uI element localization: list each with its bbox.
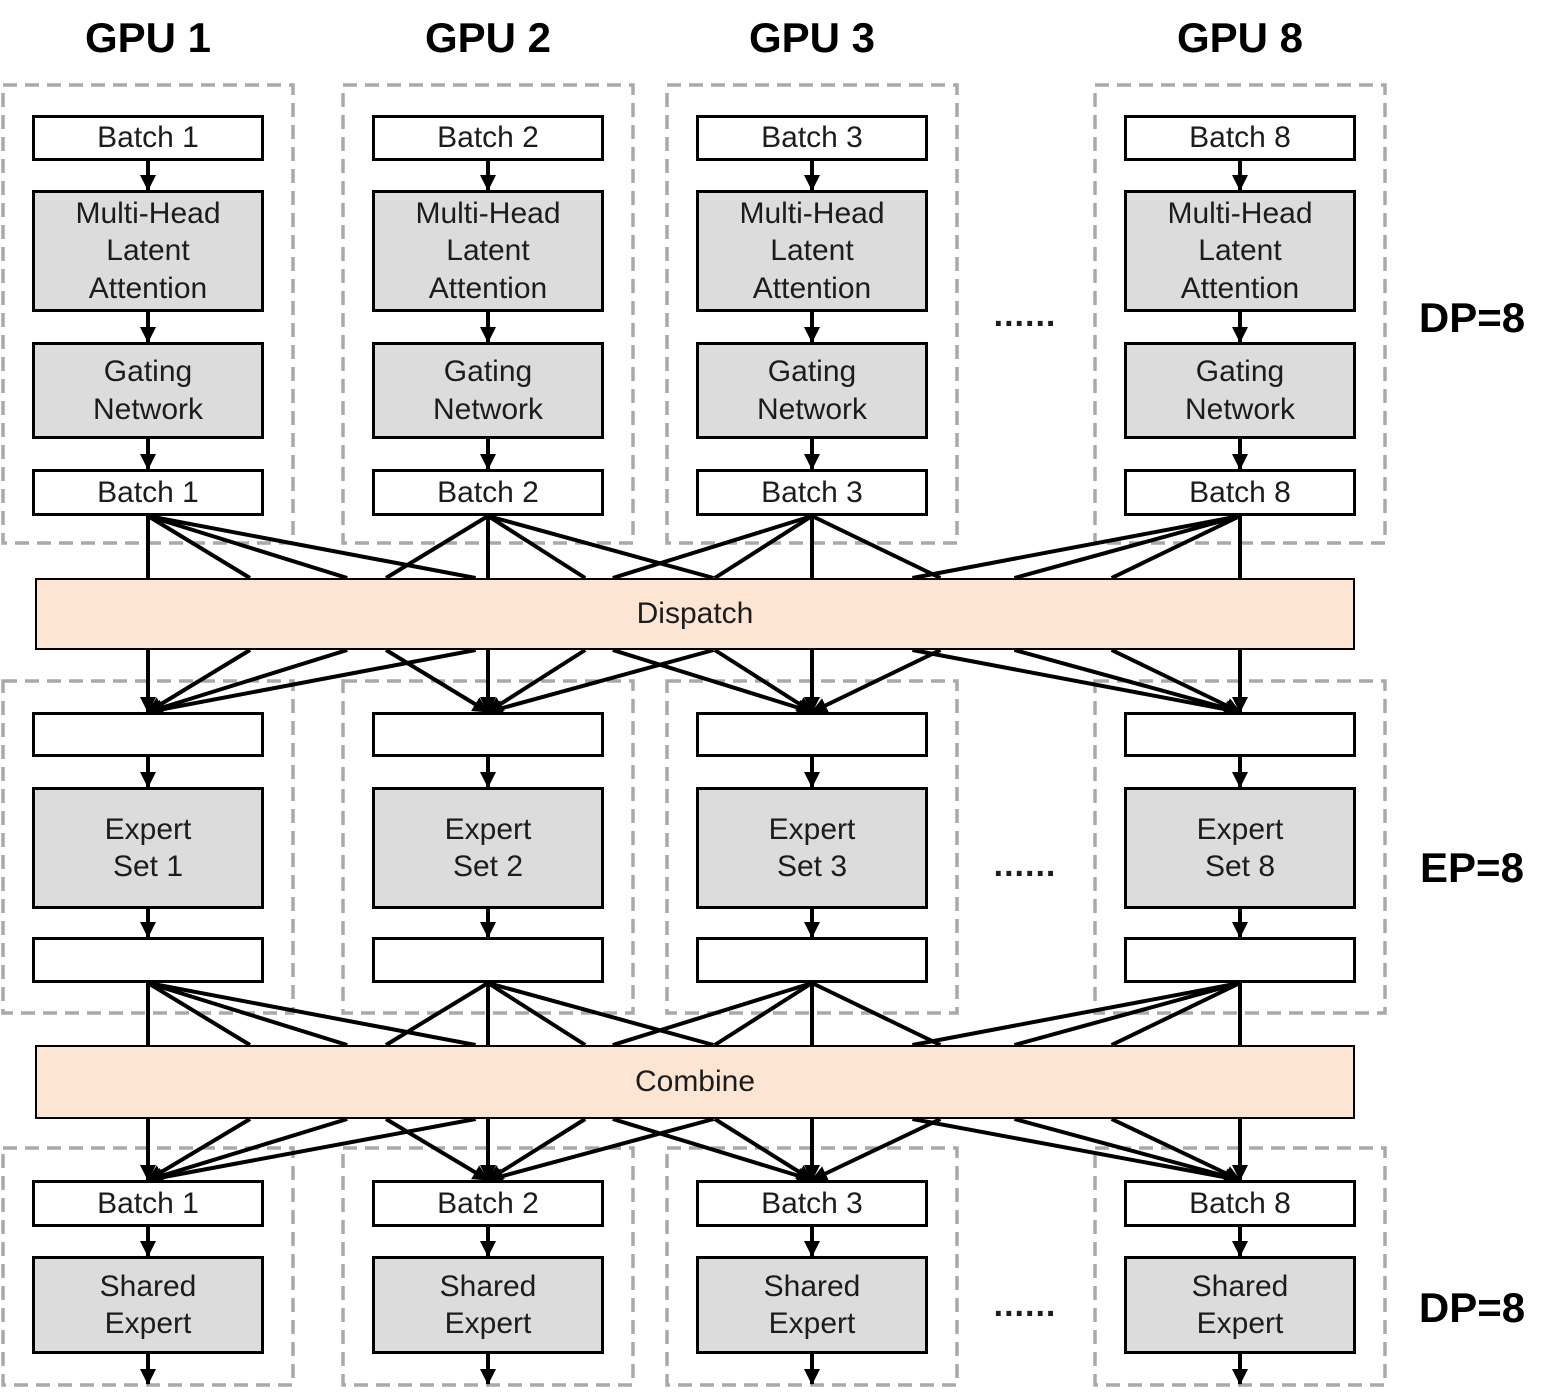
token-buffer-box bbox=[696, 712, 928, 757]
all-to-all-line bbox=[612, 514, 813, 580]
batch-input-box: Batch 1 bbox=[32, 115, 264, 161]
all-to-all-arrow bbox=[811, 1117, 942, 1182]
token-buffer-box bbox=[32, 712, 264, 757]
all-to-all-arrow bbox=[147, 648, 348, 716]
batch-output-box: Batch 3 bbox=[696, 469, 928, 516]
all-to-all-line bbox=[612, 981, 813, 1047]
all-to-all-arrow bbox=[713, 648, 814, 714]
ellipsis-dots: ...... bbox=[993, 296, 1057, 334]
all-to-all-arrow bbox=[1110, 1117, 1241, 1182]
all-to-all-line bbox=[811, 514, 942, 580]
batch-result-box: Batch 3 bbox=[696, 1180, 928, 1227]
attention-box: Multi-Head Latent Attention bbox=[32, 190, 264, 312]
expert-set-box: Expert Set 8 bbox=[1124, 787, 1356, 909]
ellipsis-dots: ...... bbox=[993, 846, 1057, 884]
all-to-all-arrow bbox=[1110, 648, 1241, 714]
all-to-all-arrow bbox=[487, 1117, 715, 1184]
attention-box: Multi-Head Latent Attention bbox=[372, 190, 604, 312]
all-to-all-arrow bbox=[147, 648, 476, 718]
gating-network-box: Gating Network bbox=[32, 342, 264, 439]
all-to-all-arrow bbox=[384, 1117, 490, 1182]
all-to-all-line bbox=[713, 981, 814, 1047]
all-to-all-line bbox=[1013, 514, 1241, 580]
gating-network-box: Gating Network bbox=[372, 342, 604, 439]
all-to-all-line bbox=[1110, 514, 1241, 580]
token-buffer-box bbox=[372, 712, 604, 757]
all-to-all-line bbox=[487, 981, 715, 1047]
all-to-all-line bbox=[147, 981, 348, 1047]
dispatch-bar: Dispatch bbox=[35, 578, 1355, 650]
all-to-all-arrow bbox=[912, 648, 1241, 718]
batch-result-box: Batch 1 bbox=[32, 1180, 264, 1227]
attention-box: Multi-Head Latent Attention bbox=[696, 190, 928, 312]
gpu-header: GPU 8 bbox=[1176, 14, 1304, 61]
all-to-all-line bbox=[147, 514, 348, 580]
all-to-all-line bbox=[912, 981, 1241, 1047]
token-buffer-box bbox=[372, 937, 604, 983]
token-buffer-box bbox=[696, 937, 928, 983]
gpu-header: GPU 1 bbox=[84, 14, 212, 61]
all-to-all-line bbox=[146, 514, 252, 580]
all-to-all-line bbox=[486, 981, 587, 1047]
shared-expert-box: Shared Expert bbox=[696, 1256, 928, 1354]
all-to-all-line bbox=[384, 514, 490, 580]
all-to-all-line bbox=[147, 981, 476, 1047]
token-buffer-box bbox=[32, 937, 264, 983]
expert-set-box: Expert Set 3 bbox=[696, 787, 928, 909]
shared-expert-box: Shared Expert bbox=[372, 1256, 604, 1354]
gpu-header: GPU 2 bbox=[424, 14, 552, 61]
all-to-all-arrow bbox=[147, 1117, 476, 1186]
gating-network-box: Gating Network bbox=[1124, 342, 1356, 439]
all-to-all-arrow bbox=[147, 1117, 348, 1184]
expert-set-box: Expert Set 2 bbox=[372, 787, 604, 909]
ellipsis-dots: ...... bbox=[993, 1286, 1057, 1324]
batch-input-box: Batch 2 bbox=[372, 115, 604, 161]
all-to-all-arrow bbox=[811, 648, 942, 714]
all-to-all-arrow bbox=[612, 648, 813, 716]
all-to-all-arrow bbox=[1013, 648, 1241, 716]
batch-output-box: Batch 8 bbox=[1124, 469, 1356, 516]
batch-result-box: Batch 2 bbox=[372, 1180, 604, 1227]
gating-network-box: Gating Network bbox=[696, 342, 928, 439]
all-to-all-arrow bbox=[612, 1117, 813, 1184]
all-to-all-line bbox=[146, 981, 252, 1047]
shared-expert-box: Shared Expert bbox=[32, 1256, 264, 1354]
all-to-all-line bbox=[487, 514, 715, 580]
all-to-all-line bbox=[384, 981, 490, 1047]
all-to-all-arrow bbox=[146, 648, 252, 714]
gpu-header: GPU 3 bbox=[748, 14, 876, 61]
all-to-all-arrow bbox=[713, 1117, 814, 1182]
all-to-all-line bbox=[811, 981, 942, 1047]
expert-set-box: Expert Set 1 bbox=[32, 787, 264, 909]
all-to-all-line bbox=[912, 514, 1241, 580]
batch-result-box: Batch 8 bbox=[1124, 1180, 1356, 1227]
token-buffer-box bbox=[1124, 937, 1356, 983]
all-to-all-arrow bbox=[146, 1117, 252, 1182]
ep-label: EP=8 bbox=[1420, 844, 1524, 891]
shared-expert-box: Shared Expert bbox=[1124, 1256, 1356, 1354]
all-to-all-arrow bbox=[1013, 1117, 1241, 1184]
token-buffer-box bbox=[1124, 712, 1356, 757]
all-to-all-line bbox=[1013, 981, 1241, 1047]
all-to-all-line bbox=[713, 514, 814, 580]
dp-label: DP=8 bbox=[1418, 294, 1526, 341]
batch-output-box: Batch 2 bbox=[372, 469, 604, 516]
attention-box: Multi-Head Latent Attention bbox=[1124, 190, 1356, 312]
batch-input-box: Batch 3 bbox=[696, 115, 928, 161]
batch-input-box: Batch 8 bbox=[1124, 115, 1356, 161]
combine-bar: Combine bbox=[35, 1045, 1355, 1119]
batch-output-box: Batch 1 bbox=[32, 469, 264, 516]
all-to-all-arrow bbox=[384, 648, 490, 714]
all-to-all-line bbox=[486, 514, 587, 580]
all-to-all-line bbox=[1110, 981, 1241, 1047]
dp-label: DP=8 bbox=[1418, 1284, 1526, 1331]
all-to-all-arrow bbox=[487, 648, 715, 716]
all-to-all-line bbox=[147, 514, 476, 580]
all-to-all-arrow bbox=[912, 1117, 1241, 1186]
